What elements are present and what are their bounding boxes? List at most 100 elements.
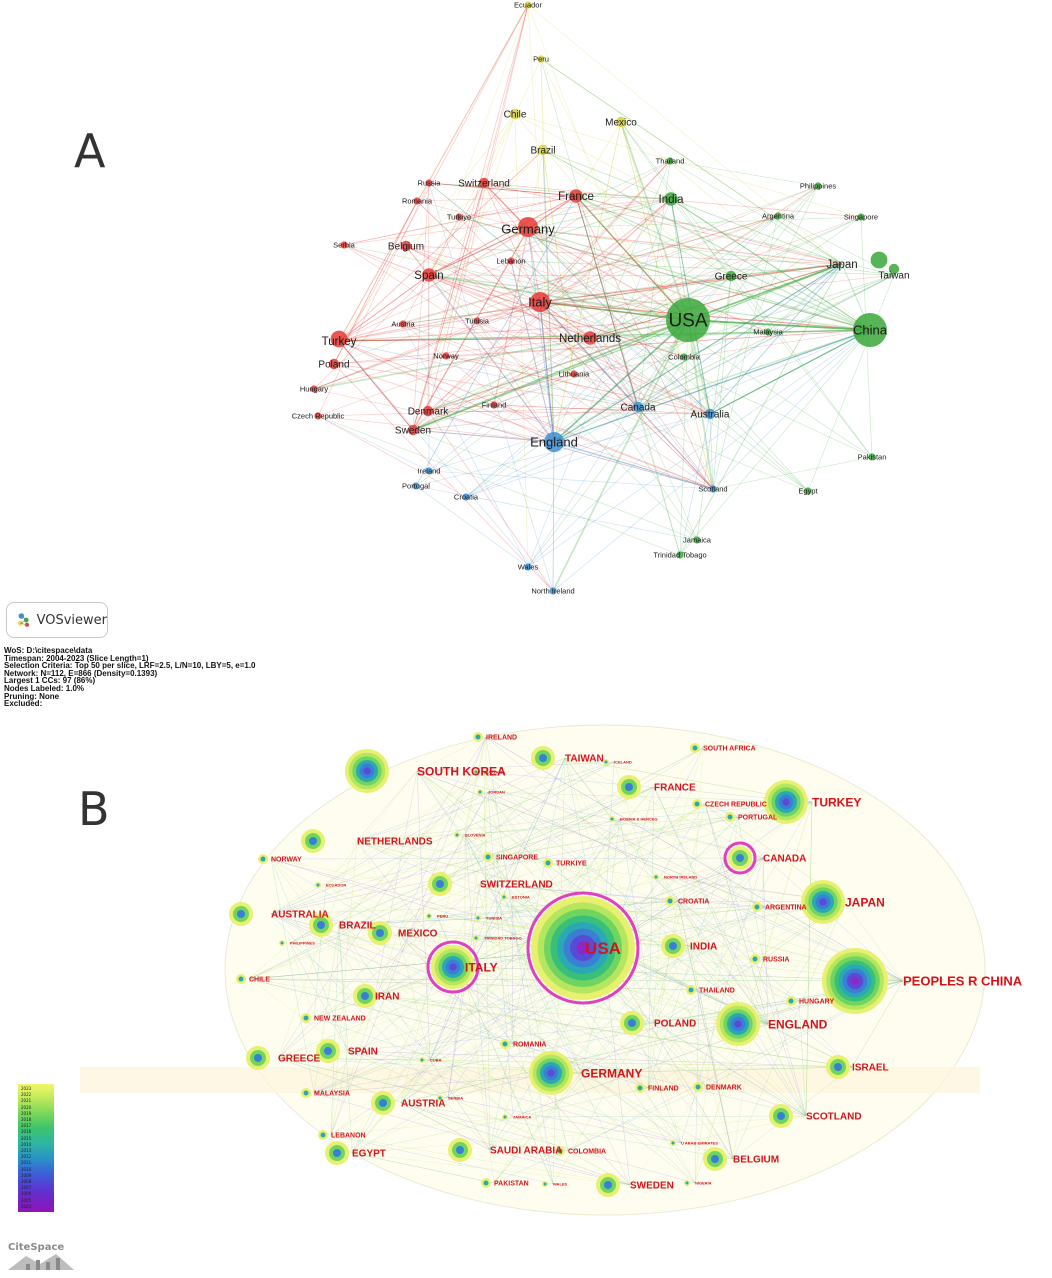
network-a-link	[527, 4, 714, 490]
node-norway	[258, 854, 268, 864]
node-ring	[604, 1181, 612, 1189]
network-b-link	[351, 901, 846, 1154]
label-serbia: SERBIA	[448, 1095, 463, 1100]
network-a-link	[527, 228, 639, 408]
node-estonia	[501, 894, 507, 900]
node-turkey	[330, 330, 348, 348]
label-switzerland: Switzerland	[458, 179, 510, 190]
network-b-link	[270, 801, 813, 915]
network-a-link	[730, 275, 871, 331]
network-a-link	[670, 198, 871, 331]
network-a-link	[709, 263, 843, 415]
legend-year-label: 2008	[21, 1179, 32, 1184]
node-ring	[303, 1090, 309, 1096]
network-a-link	[428, 228, 529, 276]
node-denmark	[422, 405, 434, 417]
label-iceland: ICELAND	[614, 759, 632, 764]
network-a-link	[465, 413, 711, 498]
node-jamaica	[502, 1114, 508, 1120]
node-nigeria	[684, 1180, 690, 1186]
label-mexico: Mexico	[605, 118, 637, 129]
label-jordan: JORDAN	[488, 789, 505, 794]
panel-a-letter: A	[74, 124, 106, 178]
network-b-link	[416, 770, 764, 859]
node-ring	[238, 976, 244, 982]
node-usa	[666, 298, 710, 342]
node-israel	[826, 1055, 850, 1079]
legend-year-label: 2016	[21, 1129, 32, 1135]
network-b-link	[464, 803, 706, 968]
network-a-nodes: EcuadorPeruChileMexicoBrazilThailandPhil…	[292, 1, 910, 596]
network-b-link	[313, 906, 766, 1094]
network-b-link	[704, 803, 769, 1025]
network-a-link	[539, 198, 672, 303]
network-a-link	[589, 337, 639, 408]
node-ring	[478, 790, 482, 794]
node-sweden	[407, 424, 419, 436]
node-ring	[671, 1141, 675, 1145]
network-a-link	[412, 182, 485, 431]
node-chile	[236, 974, 246, 984]
label-peru: Peru	[533, 55, 549, 64]
network-b-link	[564, 757, 766, 908]
network-b-link	[479, 747, 704, 885]
legend-year-label: 2018	[21, 1117, 32, 1122]
network-a-link	[540, 58, 544, 151]
network-a-link	[527, 228, 843, 265]
node-lebanon	[507, 257, 515, 265]
label-ireland: Ireland	[418, 467, 441, 476]
network-a-link	[620, 121, 711, 415]
node-pakistan	[868, 453, 876, 461]
network-a-link	[527, 228, 689, 321]
network-a-link	[575, 195, 689, 321]
network-a-link	[412, 182, 430, 431]
network-a-link	[553, 329, 871, 443]
label-croatia: Croatia	[454, 493, 479, 502]
network-a-link	[445, 355, 711, 415]
network-a-link	[445, 355, 711, 415]
network-b-link	[663, 876, 807, 1117]
network-a-link	[527, 228, 873, 458]
network-a-link	[415, 413, 711, 487]
node-ring	[303, 1015, 309, 1021]
network-b-link	[289, 942, 349, 1052]
network-a-link	[402, 323, 809, 492]
network-a-link	[575, 195, 895, 276]
node-serbia	[437, 1095, 443, 1101]
label-trinidad-tobago: Trinidad Tobago	[653, 551, 706, 560]
centrality-ring	[723, 841, 757, 875]
label-norway: NORWAY	[271, 857, 302, 864]
network-b-link	[248, 978, 349, 1052]
network-a-link	[553, 441, 714, 490]
node-ring	[475, 734, 481, 740]
network-a-link	[343, 244, 591, 339]
network-b-link	[464, 966, 696, 1184]
network-a-link	[527, 149, 544, 230]
network-a-link	[313, 319, 689, 390]
network-b-link	[313, 803, 706, 1019]
label-sweden: Sweden	[395, 426, 431, 437]
network-b-link	[248, 942, 291, 980]
network-a-link	[637, 274, 895, 408]
network-b-link	[374, 995, 649, 1089]
network-b-link	[464, 834, 491, 1151]
network-a-link	[412, 429, 555, 443]
network-b-link	[351, 1152, 495, 1184]
network-b-link	[512, 1115, 807, 1118]
node-ring	[557, 1148, 563, 1154]
network-a-link	[709, 185, 819, 415]
network-b-link	[485, 736, 904, 982]
network-b-link	[483, 771, 491, 1151]
network-a-link	[539, 301, 639, 408]
network-a-link	[540, 58, 681, 556]
network-b-link	[338, 924, 376, 997]
network-b-link	[483, 771, 582, 1074]
label-australia: AUSTRALIA	[271, 910, 329, 921]
legend-year-label: 2017	[21, 1123, 32, 1129]
legend-year-label: 2011	[21, 1160, 32, 1166]
network-b-link	[400, 980, 904, 1104]
network-b-link	[580, 857, 764, 1074]
label-canada: CANADA	[763, 854, 806, 865]
network-a-link	[552, 329, 871, 592]
node-trinidad-tobago	[473, 935, 479, 941]
